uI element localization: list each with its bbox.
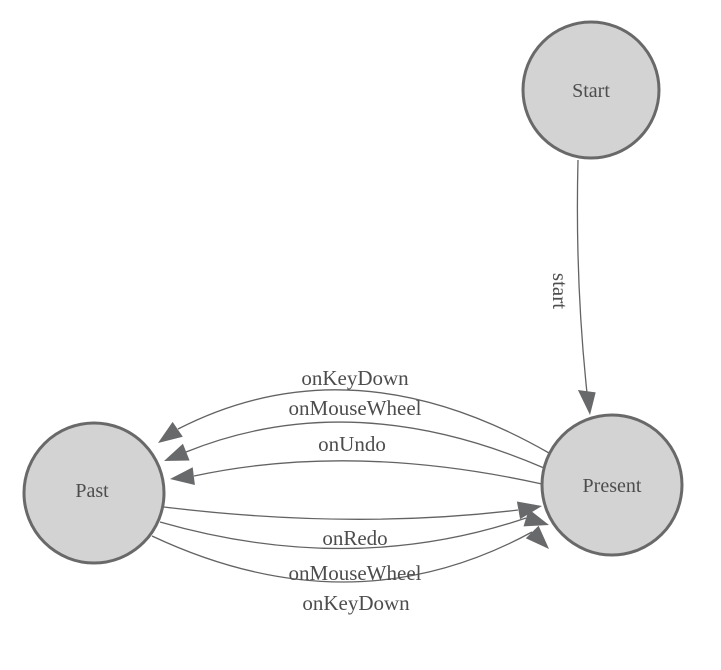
edge-label-onmousewheel-top: onMouseWheel bbox=[289, 396, 422, 420]
arrowhead-icon bbox=[523, 509, 549, 527]
edge-label-onkeydown-top: onKeyDown bbox=[301, 366, 409, 390]
state-circle-start[interactable] bbox=[521, 20, 661, 160]
arrowhead-icon bbox=[577, 390, 596, 415]
edge-past-to-present-onredo bbox=[163, 506, 519, 520]
state-node-present[interactable]: Present bbox=[540, 413, 684, 557]
edge-start-to-present bbox=[576, 159, 588, 394]
state-circle-past[interactable] bbox=[22, 421, 166, 565]
edge-label-group: start onKeyDown onMouseWheel onUndo onRe… bbox=[289, 273, 572, 615]
edge-present-to-past-onundo bbox=[193, 460, 543, 485]
arrowhead-icon bbox=[525, 525, 549, 549]
edge-present-to-past-onkeydown bbox=[177, 389, 550, 454]
edge-label-start: start bbox=[548, 273, 572, 309]
arrowhead-icon bbox=[158, 421, 183, 443]
state-circle-present[interactable] bbox=[540, 413, 684, 557]
node-label-start: Start bbox=[572, 80, 610, 102]
edge-past-to-present-onkeydown bbox=[151, 531, 533, 583]
arrowhead-icon bbox=[170, 467, 195, 485]
edge-present-to-past-onmousewheel bbox=[185, 421, 545, 469]
edge-label-onredo: onRedo bbox=[322, 526, 387, 550]
state-node-past[interactable]: Past bbox=[22, 421, 166, 565]
edge-label-onkeydown-bottom: onKeyDown bbox=[302, 591, 410, 615]
edge-label-onmousewheel-bottom: onMouseWheel bbox=[289, 561, 422, 585]
node-label-present: Present bbox=[583, 475, 642, 497]
edge-group bbox=[151, 159, 596, 583]
state-node-start[interactable]: Start bbox=[521, 20, 661, 160]
edge-label-onundo: onUndo bbox=[318, 432, 386, 456]
arrowhead-icon bbox=[164, 443, 190, 461]
edge-past-to-present-onmousewheel bbox=[159, 517, 527, 550]
node-label-past: Past bbox=[75, 480, 109, 502]
